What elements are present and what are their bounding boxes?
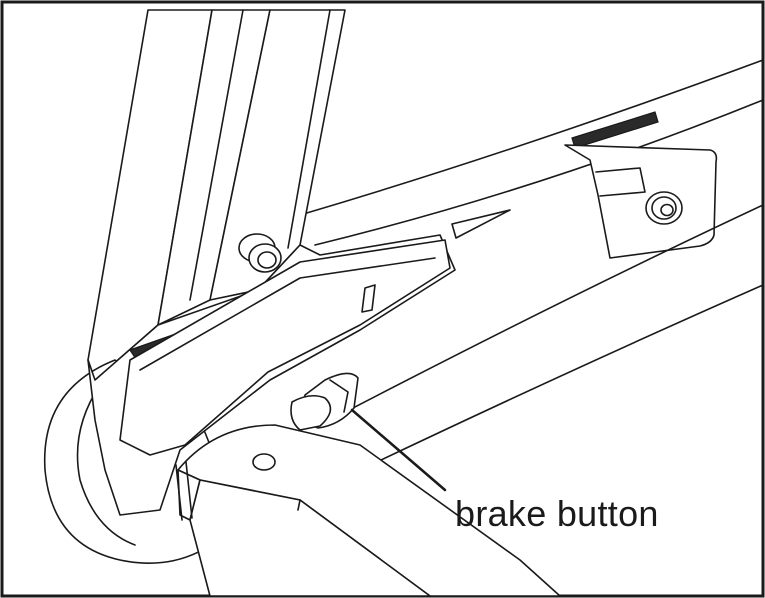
base-rail-upper [329,204,764,421]
upright-post-edge-2 [189,9,244,301]
bracket-bolt [645,191,683,225]
front-tube-edge [297,499,301,511]
panel-marker [361,284,376,313]
bracket-step [595,167,646,197]
upright-post-edge [287,9,331,249]
brake-button [290,372,359,431]
callout-label: brake button [455,493,659,534]
rail-dark-strip [571,111,659,149]
tube-hole [252,453,276,471]
callout-leader [350,408,447,492]
upper-rail [299,59,764,216]
base-rail-lower [359,284,764,471]
rail-slot [451,209,511,239]
upper-rail-lower-edge [314,99,764,246]
front-tube-top [177,424,561,597]
housing-panel-inner [139,257,436,371]
upright-knob [238,233,282,273]
front-tube-cap [175,461,193,521]
bracket-plate [564,144,718,259]
